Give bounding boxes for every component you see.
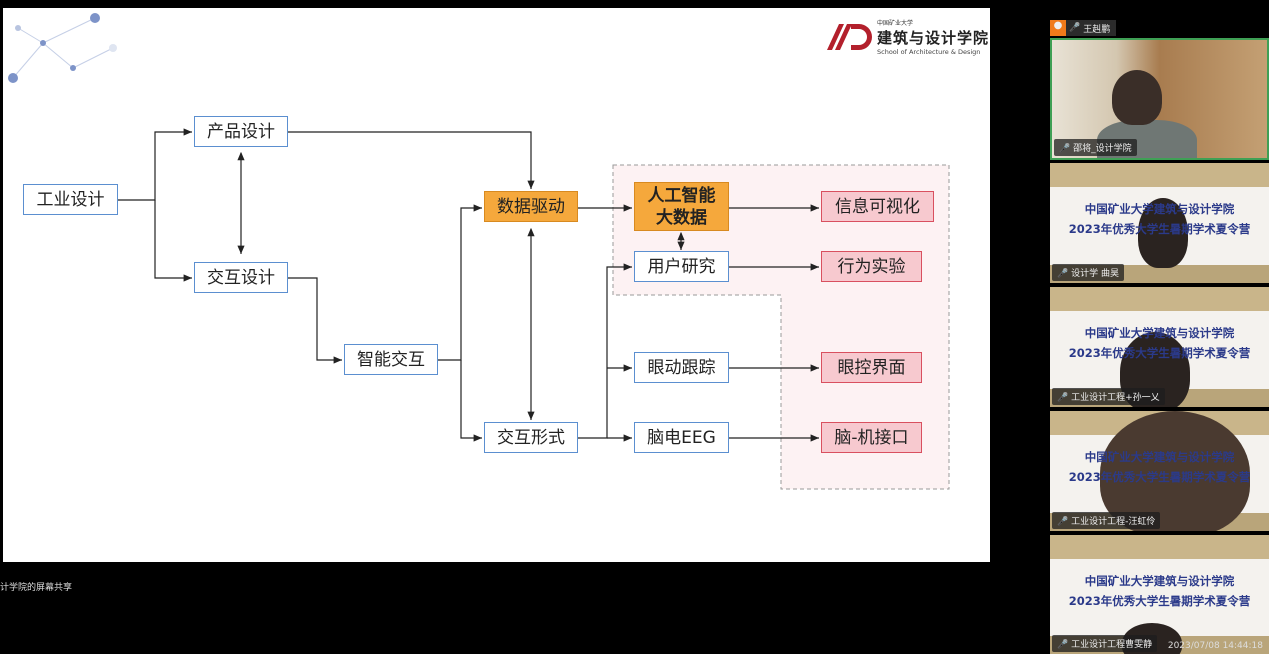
speaker-header: ● 🎤 王赳鹏	[1050, 20, 1117, 36]
video-tile[interactable]: 中国矿业大学建筑与设计学院 2023年优秀大学生暑期学术夏令营 🎤 设计学 曲昊	[1050, 163, 1269, 283]
host-icon: ●	[1050, 20, 1066, 36]
ad-logo-icon	[827, 24, 872, 50]
diagram-connectors	[118, 128, 950, 490]
timestamp: 2023/07/08 14:44:18	[1167, 641, 1263, 651]
shared-slide: 中国矿业大学 建筑与设计学院 School of Architecture & …	[3, 8, 990, 562]
video-tile[interactable]: 中国矿业大学建筑与设计学院 2023年优秀大学生暑期学术夏令营 🎤 工业设计工程-…	[1050, 411, 1269, 531]
node-product-design: 产品设计	[194, 116, 288, 147]
participant-caption: 🎤 设计学 曲昊	[1052, 264, 1124, 281]
thumb-line1: 中国矿业大学建筑与设计学院	[1084, 326, 1235, 340]
video-tile[interactable]: 中国矿业大学建筑与设计学院 2023年优秀大学生暑期学术夏令营 🎤 工业设计工程曹…	[1050, 535, 1269, 654]
network-decoration	[8, 13, 117, 83]
node-eye-tracking: 眼动跟踪	[634, 352, 729, 383]
node-ai-bigdata: 人工智能大数据	[634, 182, 729, 231]
thumb-line2: 2023年优秀大学生暑期学术夏令营	[1068, 346, 1251, 360]
school-logo: 中国矿业大学 建筑与设计学院 School of Architecture & …	[825, 18, 989, 56]
participant-caption: 🎤 工业设计工程-汪虹伶	[1052, 512, 1161, 529]
node-ai-label: 人工智能	[647, 185, 716, 206]
video-tile[interactable]: 中国矿业大学建筑与设计学院 2023年优秀大学生暑期学术夏令营 🎤 工业设计工程+…	[1050, 287, 1269, 407]
participant-caption: 🎤 工业设计工程+孙一乂	[1052, 388, 1165, 405]
thumb-line2: 2023年优秀大学生暑期学术夏令营	[1068, 470, 1251, 484]
video-tile-active[interactable]: 🎤 邵将_设计学院	[1050, 38, 1269, 160]
node-eye-control: 眼控界面	[821, 352, 922, 383]
caption-text: 工业设计工程曹雯静	[1071, 640, 1153, 650]
caption-text: 工业设计工程-汪虹伶	[1071, 517, 1156, 527]
node-interaction-form: 交互形式	[484, 422, 578, 453]
participant-name: 王赳鹏	[1083, 24, 1111, 35]
node-bci: 脑-机接口	[821, 422, 922, 453]
node-user-research: 用户研究	[634, 251, 729, 282]
thumb-line2: 2023年优秀大学生暑期学术夏令营	[1068, 222, 1251, 236]
logo-university: 中国矿业大学	[877, 20, 914, 27]
node-info-vis: 信息可视化	[821, 191, 934, 222]
node-behavior-exp: 行为实验	[821, 251, 922, 282]
screen-share-label: 计学院的屏幕共享	[0, 583, 73, 593]
thumb-line2: 2023年优秀大学生暑期学术夏令营	[1068, 594, 1251, 608]
node-bigdata-label: 大数据	[656, 207, 707, 228]
node-smart-interaction: 智能交互	[344, 344, 438, 375]
node-data-driven: 数据驱动	[484, 191, 578, 222]
caption-text: 工业设计工程+孙一乂	[1071, 393, 1160, 403]
node-industrial-design: 工业设计	[23, 184, 118, 215]
thumb-line1: 中国矿业大学建筑与设计学院	[1084, 202, 1235, 216]
thumb-line1: 中国矿业大学建筑与设计学院	[1084, 574, 1235, 588]
participant-caption: 🎤 邵将_设计学院	[1054, 139, 1137, 156]
logo-school: 建筑与设计学院	[877, 29, 990, 47]
mic-muted-icon: 🎤	[1069, 23, 1081, 33]
logo-school-en: School of Architecture & Design	[877, 48, 981, 56]
caption-text: 邵将_设计学院	[1073, 144, 1132, 154]
participant-caption: 🎤 工业设计工程曹雯静	[1052, 635, 1158, 652]
thumb-line1: 中国矿业大学建筑与设计学院	[1084, 450, 1235, 464]
node-interaction-design: 交互设计	[194, 262, 288, 293]
node-eeg: 脑电EEG	[634, 422, 729, 453]
caption-text: 设计学 曲昊	[1071, 269, 1119, 279]
